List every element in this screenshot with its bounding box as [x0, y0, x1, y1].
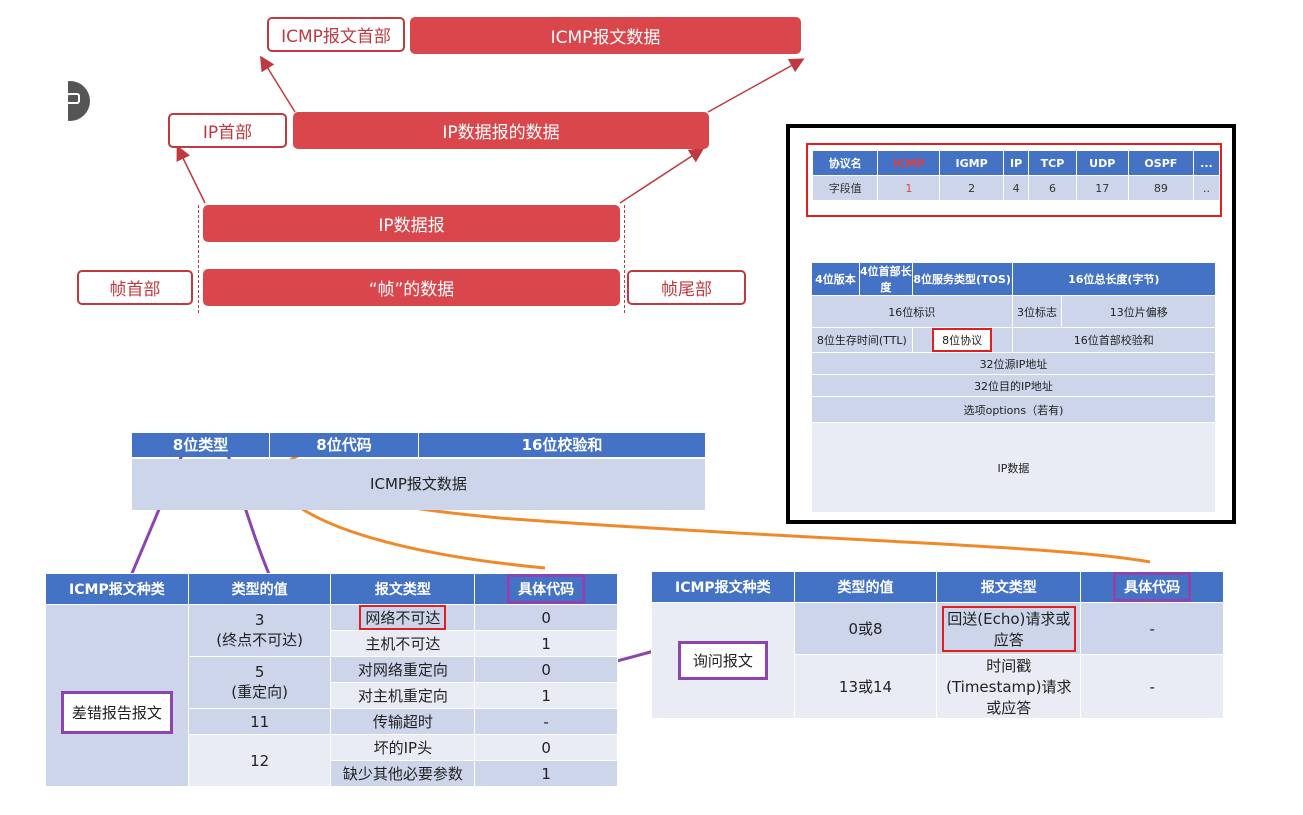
icmp-data-box: ICMP报文数据 [410, 17, 801, 54]
protocol-value-cell: 17 [1075, 175, 1129, 201]
protocol-value-cell: 2 [939, 175, 1004, 201]
icmp-code-field: 8位代码 [270, 433, 419, 457]
protocol-header-cell: TCP [1028, 150, 1077, 176]
query-header-cell: 具体代码 [1080, 571, 1224, 603]
error-msg-cell: 网络不可达 [330, 604, 476, 631]
protocol-value-cell: 字段值 [811, 175, 879, 201]
divider-right [624, 205, 625, 313]
arrow-ipdata-to-icmpdata [707, 58, 805, 113]
encap-arrows [176, 55, 805, 204]
ip-fragment-offset-field: 13位片偏移 [1061, 295, 1216, 328]
arrow-ip-to-ipheader [176, 145, 206, 204]
error-code-cell: 1 [474, 630, 618, 657]
error-type-cell: 5 (重定向) [187, 656, 332, 709]
divider-left [198, 205, 199, 313]
error-type-cell: 3 (终点不可达) [187, 604, 332, 657]
query-header-cell: 类型的值 [793, 571, 938, 603]
frame-data-box: “帧”的数据 [203, 269, 620, 306]
ip-version-field: 4位版本 [811, 262, 860, 296]
ip-options-field: 选项options（若有) [811, 396, 1216, 423]
ip-ihl-field: 4位首部长度 [858, 262, 913, 296]
error-msg-cell: 对网络重定向 [330, 656, 476, 683]
query-type-cell: 13或14 [793, 654, 938, 719]
ip-total-length-field: 16位总长度(字节) [1011, 262, 1217, 296]
query-code-cell: - [1080, 654, 1224, 719]
protocol-value-cell: 6 [1028, 175, 1077, 201]
error-code-header: 具体代码 [507, 574, 586, 604]
error-category-label: 差错报告报文 [60, 691, 173, 734]
ip-ttl-field: 8位生存时间(TTL) [811, 327, 913, 353]
ip-flags-field: 3位标志 [1011, 295, 1063, 328]
error-header-cell: 报文类型 [330, 573, 476, 605]
icmp-format: 8位类型 8位代码 16位校验和 ICMP报文数据 [132, 433, 705, 510]
arrow-ipdata-to-icmpheader [260, 55, 296, 113]
query-header-cell: 报文类型 [936, 571, 1082, 603]
ip-checksum-field: 16位首部校验和 [1011, 327, 1217, 353]
ip-data-box: IP数据报的数据 [293, 112, 709, 149]
icmp-header-box: ICMP报文首部 [267, 17, 405, 52]
error-code-cell: 1 [474, 760, 618, 787]
protocol-header-cell: UDP [1075, 150, 1129, 176]
error-header-cell: ICMP报文种类 [45, 573, 189, 605]
protocol-header-cell: IGMP [939, 150, 1004, 176]
protocol-header-cell: IP [1002, 150, 1030, 176]
error-code-cell: 0 [474, 604, 618, 631]
ip-dst-field: 32位目的IP地址 [811, 374, 1216, 397]
arrow-ip-to-ipdata [619, 147, 705, 204]
query-type-cell: 0或8 [793, 602, 938, 655]
error-code-cell: 0 [474, 734, 618, 761]
protocol-value-cell: 89 [1127, 175, 1194, 201]
protocol-header-cell: ... [1192, 150, 1221, 176]
error-msg-cell: 坏的IP头 [330, 734, 476, 761]
ip-tos-field: 8位服务类型(TOS) [911, 262, 1013, 296]
query-category-label: 询问报文 [677, 641, 768, 680]
error-code-cell: 0 [474, 656, 618, 683]
query-category-cell: 询问报文 [651, 602, 795, 719]
error-msg-network-unreachable: 网络不可达 [359, 605, 447, 630]
icmp-checksum-field: 16位校验和 [521, 436, 603, 454]
query-code-header: 具体代码 [1113, 572, 1192, 602]
frame-header-box: 帧首部 [77, 270, 193, 305]
ip-header-panel: 协议名 ICMP IGMP IP TCP UDP OSPF ... 字段值 1 … [786, 124, 1236, 524]
error-code-cell: 1 [474, 682, 618, 709]
protocol-header-cell: 协议名 [811, 150, 879, 176]
error-msg-cell: 缺少其他必要参数 [330, 760, 476, 787]
error-msg-cell: 传输超时 [330, 708, 476, 735]
ip-protocol-label: 8位协议 [932, 328, 993, 352]
ip-datagram-box: IP数据报 [203, 205, 620, 242]
ip-identification-field: 16位标识 [811, 295, 1013, 328]
query-msg-echo: 回送(Echo)请求或应答 [941, 605, 1076, 652]
query-msg-timestamp: 时间戳(Timestamp)请求或应答 [946, 657, 1072, 717]
error-msg-cell: 主机不可达 [330, 630, 476, 657]
query-header-cell: ICMP报文种类 [651, 571, 795, 603]
protocol-table: 协议名 ICMP IGMP IP TCP UDP OSPF ... 字段值 1 … [811, 150, 1221, 201]
protocol-header-cell: ICMP [877, 150, 941, 176]
error-type-cell: 11 [187, 708, 332, 735]
protocol-value-cell: .. [1192, 175, 1221, 201]
ip-protocol-field: 8位协议 [911, 327, 1013, 353]
protocol-value-cell: 1 [877, 175, 941, 201]
query-code-cell: - [1080, 602, 1224, 655]
frame-trailer-box: 帧尾部 [627, 270, 746, 305]
protocol-header-cell: OSPF [1127, 150, 1194, 176]
ip-header-box: IP首部 [168, 113, 287, 148]
query-msg-cell: 回送(Echo)请求或应答 [936, 602, 1082, 655]
ip-src-field: 32位源IP地址 [811, 352, 1216, 375]
error-type-cell: 12 [187, 734, 332, 787]
protocol-value-cell: 4 [1002, 175, 1030, 201]
error-msg-cell: 对主机重定向 [330, 682, 476, 709]
ip-header-table: 4位版本 4位首部长度 8位服务类型(TOS) 16位总长度(字节) 16位标识… [811, 262, 1217, 513]
ip-data-field: IP数据 [811, 422, 1216, 513]
error-header-cell: 类型的值 [187, 573, 332, 605]
query-msg-cell: 时间戳(Timestamp)请求或应答 [936, 654, 1082, 719]
query-table: ICMP报文种类 类型的值 报文类型 具体代码 询问报文 0或8 回送(Echo… [651, 571, 1224, 719]
error-code-cell: - [474, 708, 618, 735]
error-category-cell: 差错报告报文 [45, 604, 189, 787]
error-report-table: ICMP报文种类 类型的值 报文类型 具体代码 差错报告报文 3 (终点不可达)… [45, 573, 618, 787]
protocol-table-box [806, 143, 1222, 217]
icmp-type-field: 8位类型 [132, 433, 270, 457]
error-header-cell: 具体代码 [474, 573, 618, 605]
icmp-data-field: ICMP报文数据 [132, 459, 705, 510]
